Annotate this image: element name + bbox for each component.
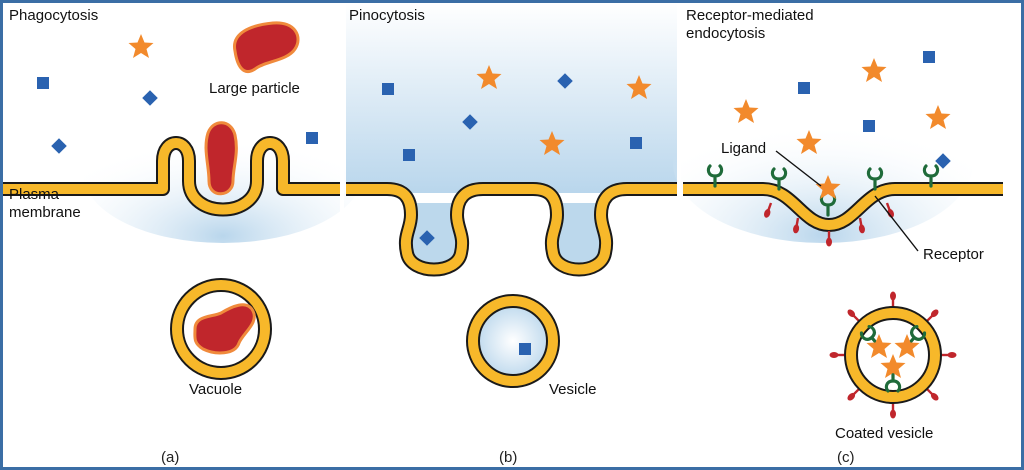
caption-a: (a) [161,449,180,466]
solute-square [403,149,415,161]
receptor-mediated-panel [673,51,1003,420]
solute-square [798,82,810,94]
solute-square [923,51,935,63]
label-membrane: membrane [9,204,81,221]
panel-title-receptor-mediated: Receptor-mediated [686,7,814,24]
label-vacuole: Vacuole [189,381,243,398]
ligand-star [861,58,887,82]
phagocytosis-panel [3,21,363,380]
pinocytosis-panel [346,3,679,388]
vesicle [466,294,560,388]
solute-square [382,83,394,95]
label-vesicle: Vesicle [549,381,597,398]
solute-square [630,137,642,149]
plasma-membrane-b [346,182,679,277]
label-coated-vesicle: Coated vesicle [835,425,934,442]
label-receptor: Receptor [923,246,984,263]
solute-square [37,77,49,89]
caption-b: (b) [499,449,518,466]
solute-square [863,120,875,132]
label-ligand: Ligand [721,140,767,157]
solute-diamond [51,138,67,154]
extracellular-fluid-b [346,3,679,193]
diagram-canvas [3,3,1003,420]
ligand-leader-line [775,150,822,187]
panel-title-phagocytosis: Phagocytosis [9,7,99,24]
receptor-leader-line [874,195,919,252]
vacuole [170,278,272,380]
ligand-star [128,34,154,58]
panel-title-pinocytosis: Pinocytosis [349,7,425,24]
engulfed-particle [204,121,238,196]
solute-square [306,132,318,144]
panel-title-endocytosis: endocytosis [686,25,766,42]
label-large-particle: Large particle [209,80,300,97]
panel-divider [677,3,681,467]
panel-divider [340,3,344,467]
label-plasma: Plasma [9,186,60,203]
solute-diamond [142,90,158,106]
coated-vesicle [828,290,958,420]
large-particle-shape [233,21,300,74]
caption-c: (c) [837,449,855,466]
